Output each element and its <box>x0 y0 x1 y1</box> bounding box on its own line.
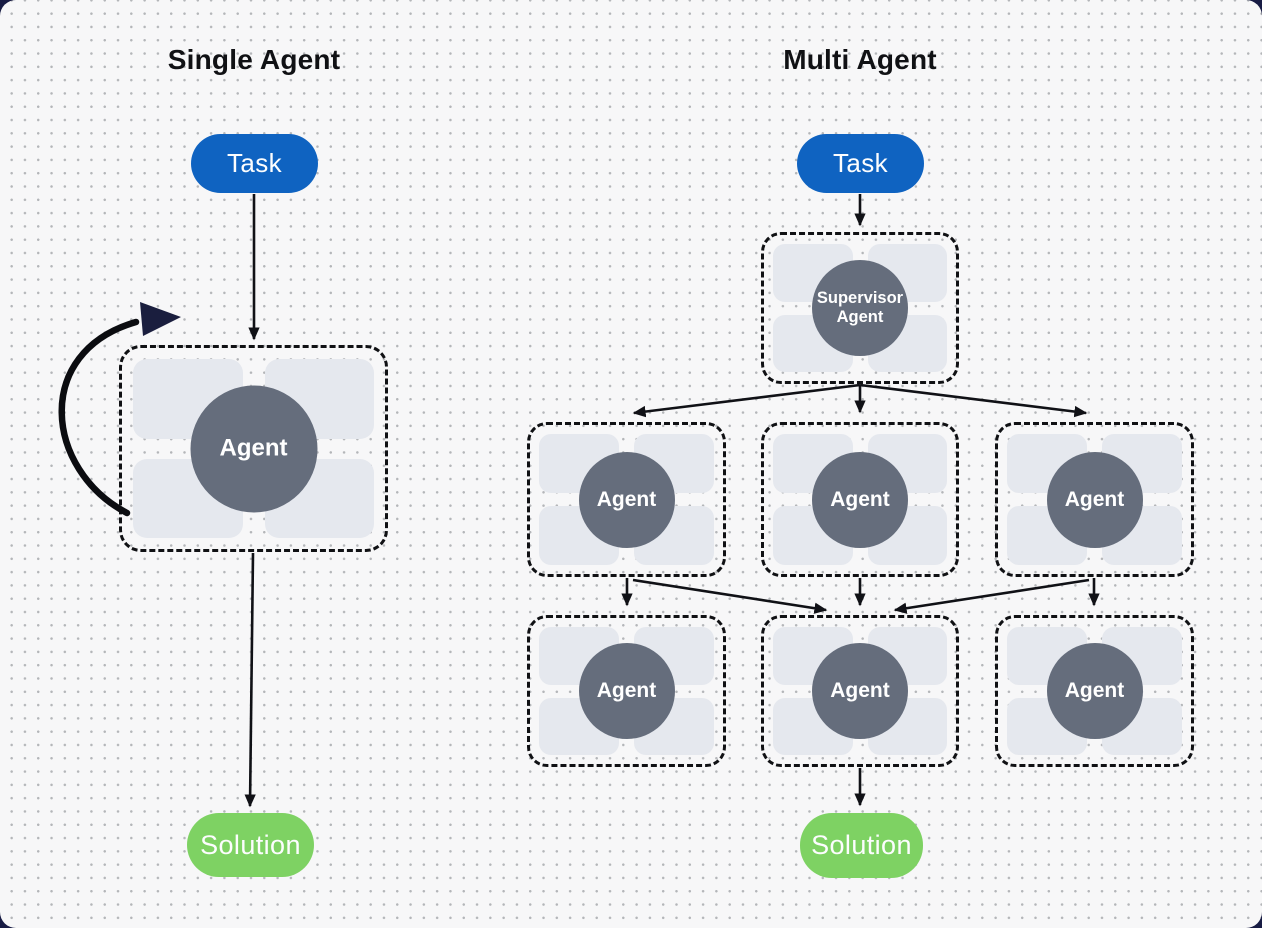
mid-left-agent-cluster: Agent <box>527 422 726 577</box>
bottom-left-agent-cluster: Agent <box>527 615 726 767</box>
bottom-center-agent-node: Agent <box>812 643 908 739</box>
arrow-mid-left-to-bottom-center <box>632 578 828 614</box>
bottom-right-agent-cluster: Agent <box>995 615 1194 767</box>
multi-task-node: Task <box>797 134 924 193</box>
arrow-supervisor-to-mid-right <box>859 383 1088 418</box>
single-agent-cluster: Agent <box>119 345 388 552</box>
single-task-node: Task <box>191 134 318 193</box>
mid-right-agent-node: Agent <box>1046 451 1143 548</box>
supervisor-agent-cluster: Supervisor Agent <box>761 232 959 384</box>
mid-left-agent-node: Agent <box>578 451 675 548</box>
bottom-left-agent-node: Agent <box>578 643 675 739</box>
bottom-right-agent-node: Agent <box>1046 643 1143 739</box>
multi-agent-title: Multi Agent <box>783 44 937 75</box>
single-solution-node: Solution <box>187 813 314 877</box>
arrow-mid-right-to-bottom-center <box>893 578 1090 614</box>
single-agent-node: Agent <box>190 385 317 512</box>
bottom-center-agent-cluster: Agent <box>761 615 959 767</box>
mid-right-agent-cluster: Agent <box>995 422 1194 577</box>
mid-center-agent-node: Agent <box>812 451 908 548</box>
supervisor-agent-node: Supervisor Agent <box>812 260 908 356</box>
arrow-single-agent-to-solution <box>244 552 256 808</box>
multi-solution-node: Solution <box>800 813 923 878</box>
single-agent-title: Single Agent <box>167 44 341 75</box>
loop-arrow-head <box>140 302 181 336</box>
arrow-supervisor-to-mid-left <box>632 383 861 418</box>
mid-center-agent-cluster: Agent <box>761 422 959 577</box>
